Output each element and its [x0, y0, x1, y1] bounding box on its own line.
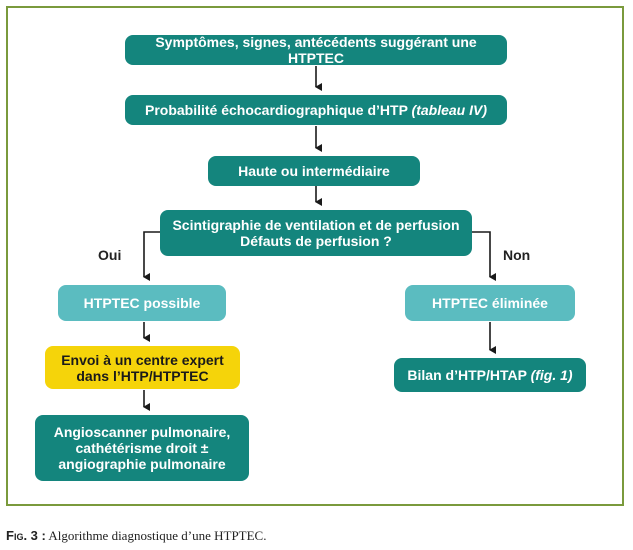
- node-htptec-eliminated-text: HTPTEC éliminée: [432, 295, 548, 311]
- node-high-intermediate: Haute ou intermédiaire: [208, 156, 420, 186]
- figure-caption: Fig. 3 : Algorithme diagnostique d’une H…: [6, 528, 266, 544]
- node-echo-text: Probabilité échocardiographique d’HTP (t…: [145, 102, 487, 118]
- node-htptec-possible: HTPTEC possible: [58, 285, 226, 321]
- node-htptec-possible-text: HTPTEC possible: [83, 295, 201, 311]
- node-high-intermediate-text: Haute ou intermédiaire: [238, 163, 390, 179]
- node-angio-line3: angiographie pulmonaire: [58, 456, 226, 472]
- node-expert-line1: Envoi à un centre expert: [61, 351, 224, 368]
- arrow-yes-branch: [143, 231, 162, 281]
- node-bilan-ref: (fig. 1): [530, 367, 573, 383]
- node-symptoms: Symptômes, signes, antécédents suggérant…: [125, 34, 507, 66]
- node-htptec-eliminated: HTPTEC éliminée: [405, 285, 575, 321]
- node-bilan-text: Bilan d’HTP/HTAP (fig. 1): [407, 367, 572, 383]
- node-angio-line1: Angioscanner pulmonaire,: [53, 424, 231, 440]
- node-expert-line2: dans l’HTP/HTPTEC: [76, 367, 209, 384]
- node-echo-ref: (tableau IV): [411, 102, 488, 118]
- branch-label-no: Non: [503, 247, 531, 263]
- node-scintigraphy-line2: Défauts de perfusion ?: [240, 233, 392, 249]
- node-scintigraphy-line1: Scintigraphie de ventilation et de perfu…: [172, 217, 460, 233]
- caption-text: Algorithme diagnostique d’une HTPTEC.: [48, 528, 267, 543]
- node-bilan-main: Bilan d’HTP/HTAP: [407, 367, 527, 383]
- caption-prefix: Fig. 3 :: [6, 528, 46, 543]
- branch-label-yes: Oui: [98, 247, 122, 263]
- node-echo-probability: Probabilité échocardiographique d’HTP (t…: [125, 95, 507, 125]
- node-echo-main: Probabilité échocardiographique d’HTP: [144, 102, 408, 118]
- node-symptoms-text: Symptômes, signes, antécédents suggérant…: [155, 34, 477, 66]
- node-angio: Angioscanner pulmonaire, cathétérisme dr…: [35, 415, 249, 481]
- node-bilan: Bilan d’HTP/HTAP (fig. 1): [394, 358, 586, 392]
- node-expert-centre: Envoi à un centre expert dans l’HTP/HTPT…: [45, 346, 240, 389]
- node-angio-line2: cathétérisme droit ±: [75, 440, 209, 456]
- arrow-no-branch: [470, 231, 496, 281]
- node-scintigraphy: Scintigraphie de ventilation et de perfu…: [160, 210, 472, 256]
